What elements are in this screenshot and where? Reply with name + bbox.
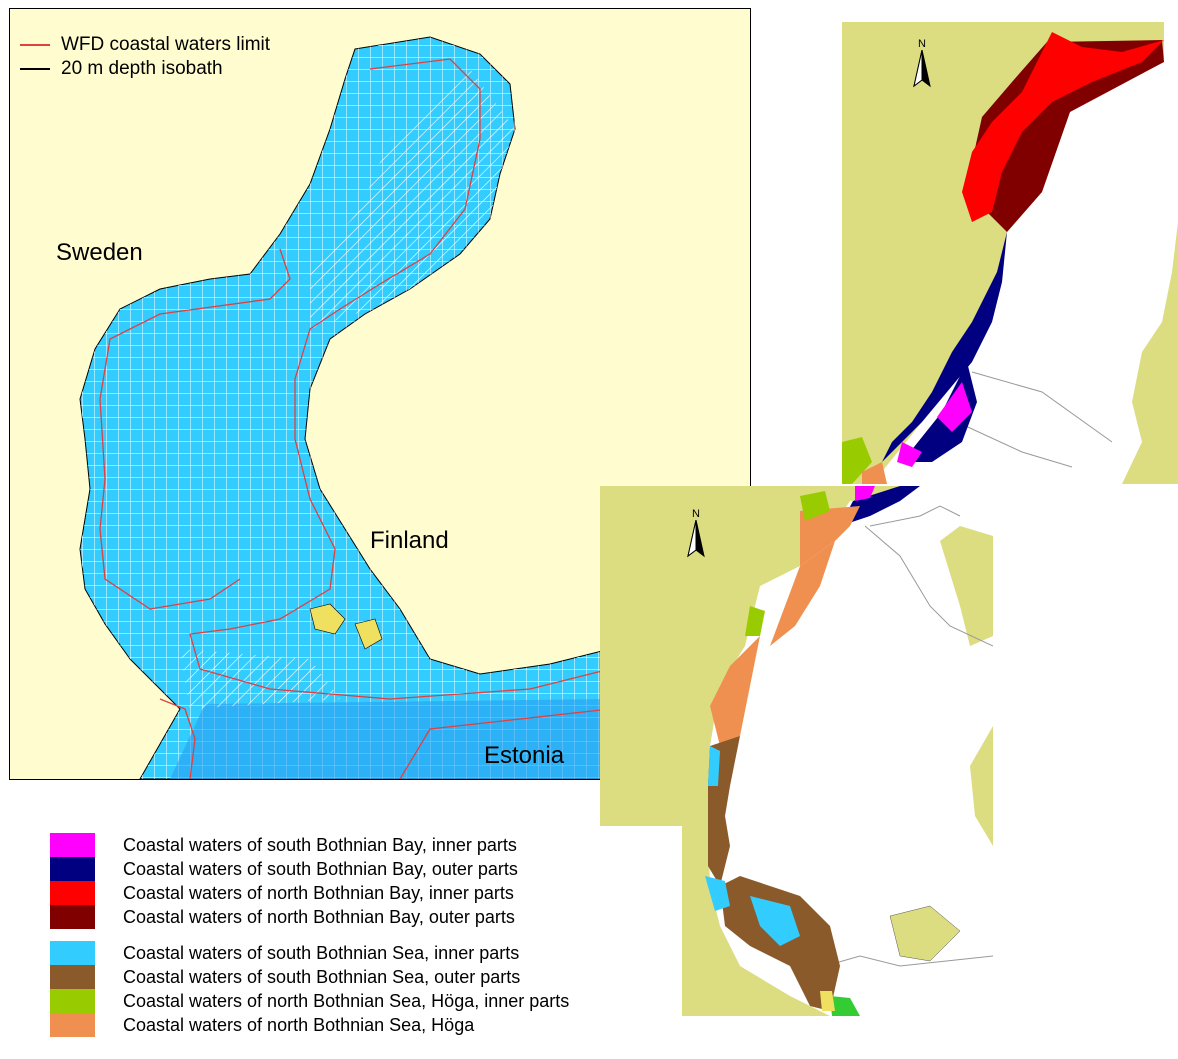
legend-item: Coastal waters of south Bothnian Sea, in… bbox=[50, 941, 569, 965]
country-label-sweden: Sweden bbox=[56, 239, 143, 266]
legend-label: Coastal waters of south Bothnian Bay, in… bbox=[123, 834, 517, 855]
legend-label: Coastal waters of north Bothnian Bay, ou… bbox=[123, 906, 515, 927]
north-arrow-icon: N bbox=[686, 508, 706, 560]
north-arrow-icon: N bbox=[912, 38, 932, 90]
detail-map-bothnian-sea: N bbox=[600, 486, 993, 1016]
color-swatch bbox=[50, 989, 95, 1013]
legend-item-label: 20 m depth isobath bbox=[61, 58, 223, 79]
legend-item-label: WFD coastal waters limit bbox=[61, 34, 271, 55]
overview-legend: WFD coastal waters limit 20 m depth isob… bbox=[20, 33, 270, 81]
legend-item: Coastal waters of north Bothnian Bay, ou… bbox=[50, 905, 569, 929]
legend-label: Coastal waters of south Bothnian Sea, ou… bbox=[123, 966, 521, 987]
legend-item: Coastal waters of north Bothnian Sea, Hö… bbox=[50, 1013, 569, 1037]
legend-label: Coastal waters of south Bothnian Sea, in… bbox=[123, 942, 520, 963]
color-swatch bbox=[50, 965, 95, 989]
color-swatch bbox=[50, 905, 95, 929]
legend-label: Coastal waters of south Bothnian Bay, ou… bbox=[123, 858, 518, 879]
bothnian-sea-canvas bbox=[600, 486, 993, 1016]
legend-item: Coastal waters of north Bothnian Bay, in… bbox=[50, 881, 569, 905]
legend-label: Coastal waters of north Bothnian Bay, in… bbox=[123, 882, 514, 903]
legend-item: Coastal waters of south Bothnian Bay, ou… bbox=[50, 857, 569, 881]
legend-item-isobath: 20 m depth isobath bbox=[20, 57, 270, 81]
country-label-estonia: Estonia bbox=[484, 742, 565, 769]
legend-item: Coastal waters of south Bothnian Sea, ou… bbox=[50, 965, 569, 989]
north-arrow-label: N bbox=[692, 508, 700, 520]
legend-item: Coastal waters of north Bothnian Sea, Hö… bbox=[50, 989, 569, 1013]
color-swatch bbox=[50, 1013, 95, 1037]
black-line-icon bbox=[20, 68, 50, 70]
country-label-finland: Finland bbox=[370, 527, 449, 554]
detail-map-bothnian-bay: N bbox=[842, 22, 1178, 484]
legend-item-wfd-limit: WFD coastal waters limit bbox=[20, 33, 270, 57]
bothnian-bay-canvas bbox=[842, 22, 1178, 484]
color-swatch bbox=[50, 881, 95, 905]
legend-label: Coastal waters of north Bothnian Sea, Hö… bbox=[123, 990, 570, 1011]
legend-label: Coastal waters of north Bothnian Sea, Hö… bbox=[123, 1014, 475, 1035]
legend-item: Coastal waters of south Bothnian Bay, in… bbox=[50, 833, 569, 857]
color-swatch bbox=[50, 857, 95, 881]
color-swatch bbox=[50, 941, 95, 965]
water-body-legend: Coastal waters of south Bothnian Bay, in… bbox=[50, 833, 569, 1037]
color-swatch bbox=[50, 833, 95, 857]
north-arrow-label: N bbox=[918, 38, 926, 50]
red-line-icon bbox=[20, 44, 50, 46]
